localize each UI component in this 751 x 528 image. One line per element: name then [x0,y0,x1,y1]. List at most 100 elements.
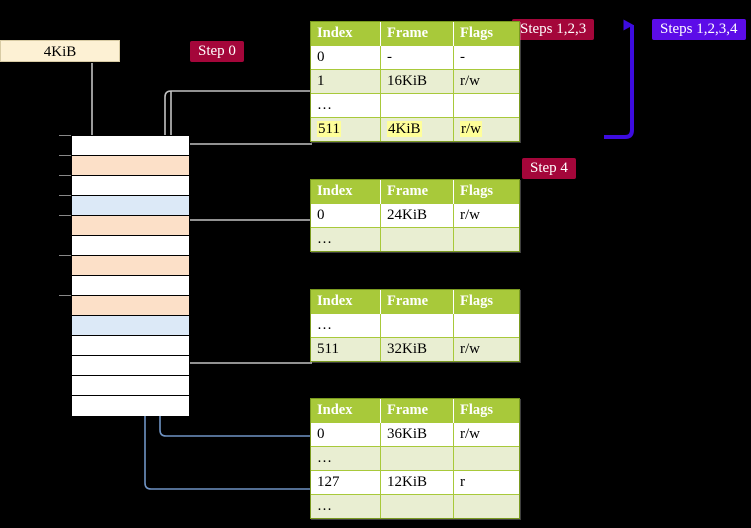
cell-flags: r/w [453,422,519,447]
table-row: … [311,313,519,338]
cell-frame: 16KiB [380,69,454,94]
badge-steps-123-label: Steps 1,2,3 [520,21,587,37]
memory-tick [59,295,71,296]
cell-index: 511 [311,337,381,361]
memory-tick [59,195,71,196]
cell-flags: r/w [453,117,519,141]
cell-flags [453,93,519,118]
memory-tick [59,135,71,136]
mem-row-0 [72,136,189,156]
cell-frame: - [380,45,454,70]
col-header-frame: Frame [380,399,454,423]
memory-tick [59,155,71,156]
cell-flags: r/w [453,337,519,361]
cell-flags: r [453,470,519,495]
memory-tick [59,215,71,216]
mem-row-5 [72,236,189,256]
cell-index: 0 [311,45,381,70]
cell-index: … [311,313,381,338]
mem-row-2 [72,176,189,196]
mem-row-6 [72,256,189,276]
wire-mem4-to-pdpt [176,219,312,261]
mem-row-4 [72,216,189,236]
memory-tick [59,175,71,176]
col-header-index: Index [311,180,381,204]
mem-row-1 [72,156,189,176]
badge-step-4: Step 4 [522,158,576,179]
col-header-flags: Flags [453,399,519,423]
cell-flags [453,227,519,251]
frame-4kib-box: 4KiB [0,40,120,62]
mem-row-9 [72,316,189,336]
cell-frame: 36KiB [380,422,454,447]
cell-index: 0 [311,422,381,447]
cell-index: … [311,446,381,471]
cell-frame: 24KiB [380,203,454,228]
badge-steps-1234-label: Steps 1,2,3,4 [660,21,738,37]
wire-steps-bracket [604,19,634,139]
cell-flags [453,446,519,471]
badge-step-0-label: Step 0 [198,43,236,59]
table-row: … [311,446,519,471]
cell-index: … [311,93,381,118]
badge-step-0: Step 0 [190,41,244,62]
mem-row-3 [72,196,189,216]
cell-index: … [311,227,381,251]
mem-row-12 [72,376,189,396]
mem-row-10 [72,336,189,356]
cell-flags [453,494,519,518]
cell-flags [453,313,519,338]
col-header-index: Index [311,22,381,46]
memory-tick [59,255,71,256]
cell-index: 127 [311,470,381,495]
cell-frame: 32KiB [380,337,454,361]
cell-frame [380,313,454,338]
table-row: 0-- [311,45,519,70]
cell-frame: 4KiB [380,117,454,141]
wire-pd-to-mem [170,306,312,364]
col-header-frame: Frame [380,290,454,314]
cell-flags: r/w [453,69,519,94]
col-header-index: Index [311,399,381,423]
col-header-flags: Flags [453,290,519,314]
cell-index: 511 [311,117,381,141]
badge-steps-1234: Steps 1,2,3,4 [652,19,746,40]
frame-4kib-label: 4KiB [43,44,77,60]
mem-row-8 [72,296,189,316]
col-header-frame: Frame [380,22,454,46]
cell-frame: 12KiB [380,470,454,495]
table-row: … [311,494,519,518]
table-row: … [311,227,519,251]
cell-frame [380,494,454,518]
cell-frame [380,227,454,251]
mem-row-13 [72,396,189,416]
col-header-flags: Flags [453,180,519,204]
cell-index: 0 [311,203,381,228]
cell-index: … [311,494,381,518]
col-header-frame: Frame [380,180,454,204]
badge-step-4-label: Step 4 [530,160,568,176]
col-header-index: Index [311,290,381,314]
cell-flags: - [453,45,519,70]
cell-frame [380,93,454,118]
memory-column [71,135,190,416]
col-header-flags: Flags [453,22,519,46]
cell-index: 1 [311,69,381,94]
mem-row-11 [72,356,189,376]
cell-flags: r/w [453,203,519,228]
cell-frame [380,446,454,471]
mem-row-7 [72,276,189,296]
badge-steps-123: Steps 1,2,3 [512,19,595,40]
wire-pml4-to-mem4 [176,143,312,221]
